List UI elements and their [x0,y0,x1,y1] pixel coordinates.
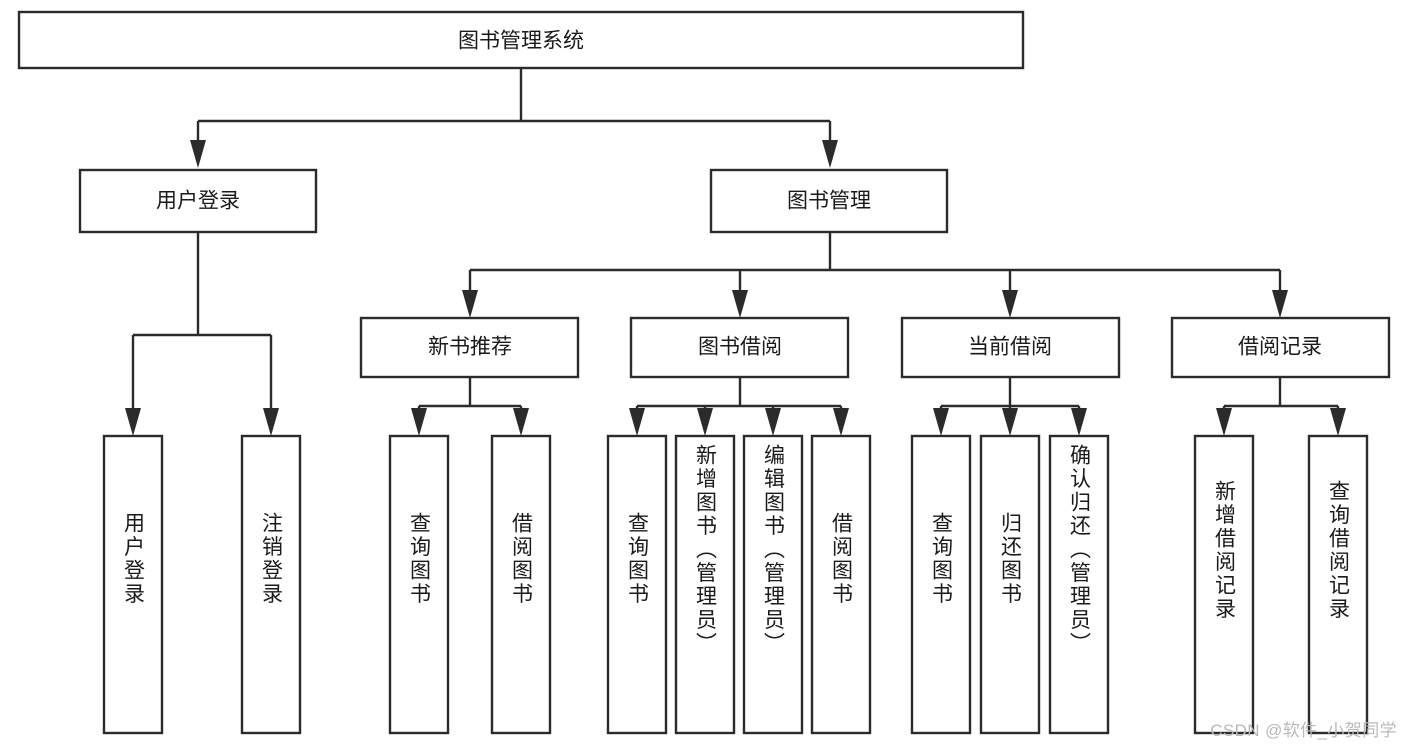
arrow-head-userlogin-leaf2 [263,408,279,436]
connector-group-borrowrecord [1216,377,1346,436]
leaf-box-borrowrecord-1[interactable] [1193,434,1255,735]
connector-group-newbook [411,377,529,436]
arrow-head-bookborrow-l3 [765,408,781,436]
connector-group-root [190,68,838,168]
node-borrow-record-box[interactable] [1170,316,1391,379]
leaf-box-newbook-1[interactable] [388,434,450,735]
leaf-box-newbook-2[interactable] [490,434,552,735]
leaf-box-currentborrow-1[interactable] [910,434,972,735]
node-book-borrow-box[interactable] [629,316,850,379]
arrow-head-newbook-l1 [411,408,427,436]
node-borrow-record[interactable]: 借阅记录 [1170,316,1391,379]
arrow-head-borrowrecord-l1 [1216,408,1232,436]
arrow-head-bookborrow-l2 [697,408,713,436]
arrow-head-borrowrecord-l2 [1330,408,1346,436]
arrow-head-bookmgmt [822,140,838,168]
csdn-watermark: CSDN @软件_小贺同学 [1210,721,1397,740]
node-user-login-label: 用户登录 [156,190,240,213]
arrow-head-currentborrow-l3 [1071,408,1087,436]
arrow-head-currentborrow [1002,290,1018,318]
leaf-box-bookborrow-2[interactable] [674,434,736,735]
leaf-box-currentborrow-3[interactable] [1048,434,1110,735]
node-root-label: 图书管理系统 [458,30,584,53]
node-book-management[interactable]: 图书管理 [709,168,949,234]
node-root-box[interactable] [17,10,1025,70]
arrow-head-bookborrow [732,290,748,318]
arrow-head-currentborrow-l2 [1002,408,1018,436]
node-book-borrow-label: 图书借阅 [698,336,782,359]
node-user-login[interactable]: 用户登录 [78,168,318,234]
arrow-head-bookborrow-l4 [833,408,849,436]
node-book-management-label: 图书管理 [787,190,871,213]
arrow-head-userlogin-leaf1 [125,408,141,436]
leaf-box-user-login-2[interactable] [240,434,302,735]
node-book-borrow[interactable]: 图书借阅 [629,316,850,379]
leaf-box-currentborrow-2[interactable] [979,434,1041,735]
node-new-book-recommend[interactable]: 新书推荐 [359,316,580,379]
node-new-book-recommend-label: 新书推荐 [428,336,512,359]
node-new-book-recommend-box[interactable] [359,316,580,379]
node-current-borrow[interactable]: 当前借阅 [900,316,1121,379]
node-root[interactable]: 图书管理系统 [17,10,1025,70]
connector-group-bookmgmt [462,232,1288,318]
arrow-head-newbook [462,290,478,318]
leaf-box-bookborrow-4[interactable] [810,434,872,735]
connector-group-bookborrow [629,377,849,436]
connector-group-currentborrow [933,377,1087,436]
arrow-head-newbook-l2 [513,408,529,436]
connector-group-userlogin [125,232,279,436]
arrow-head-userlogin [190,140,206,168]
node-borrow-record-label: 借阅记录 [1238,336,1322,359]
node-user-login-box[interactable] [78,168,318,234]
arrow-head-bookborrow-l1 [629,408,645,436]
node-current-borrow-label: 当前借阅 [968,336,1052,359]
leaf-box-bookborrow-1[interactable] [606,434,668,735]
arrow-head-currentborrow-l1 [933,408,949,436]
node-current-borrow-box[interactable] [900,316,1121,379]
leaf-box-bookborrow-3[interactable] [742,434,804,735]
leaf-box-borrowrecord-2[interactable] [1307,434,1369,735]
leaf-box-user-login-1[interactable] [102,434,164,735]
node-book-management-box[interactable] [709,168,949,234]
arrow-head-borrowrecord [1272,290,1288,318]
